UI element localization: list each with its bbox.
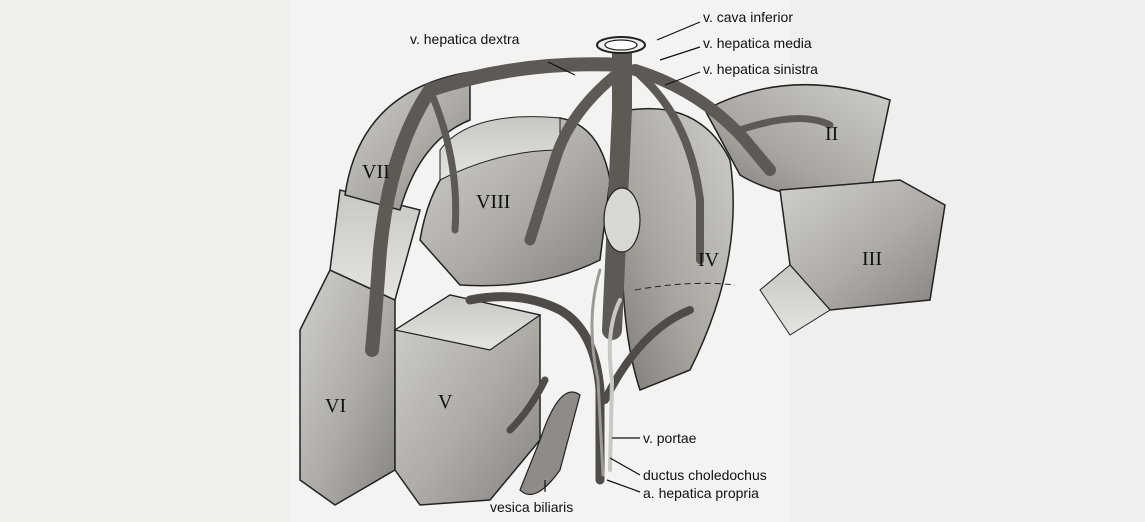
label-hepatica-dextra: v. hepatica dextra xyxy=(410,31,520,47)
segment-label-iii: III xyxy=(862,248,882,270)
label-hepatica-propria: a. hepatica propria xyxy=(643,485,759,501)
label-portae: v. portae xyxy=(643,430,697,446)
caudate-lobe xyxy=(604,188,640,252)
label-ductus-choledochus: ductus choledochus xyxy=(643,467,767,483)
segment-label-vi: VI xyxy=(325,395,346,417)
vena-cava-opening xyxy=(597,37,645,53)
segment-v xyxy=(395,295,540,505)
segment-label-viii: VIII xyxy=(476,191,510,213)
label-hepatica-sinistra: v. hepatica sinistra xyxy=(703,61,818,77)
segment-label-iv: IV xyxy=(698,249,720,271)
label-vesica-biliaris: vesica biliaris xyxy=(490,499,573,515)
label-cava-inferior: v. cava inferior xyxy=(703,9,793,25)
label-hepatica-media: v. hepatica media xyxy=(703,35,812,51)
segment-label-v: V xyxy=(438,391,453,413)
segment-label-ii: II xyxy=(825,123,838,145)
segment-label-vii: VII xyxy=(362,161,390,183)
